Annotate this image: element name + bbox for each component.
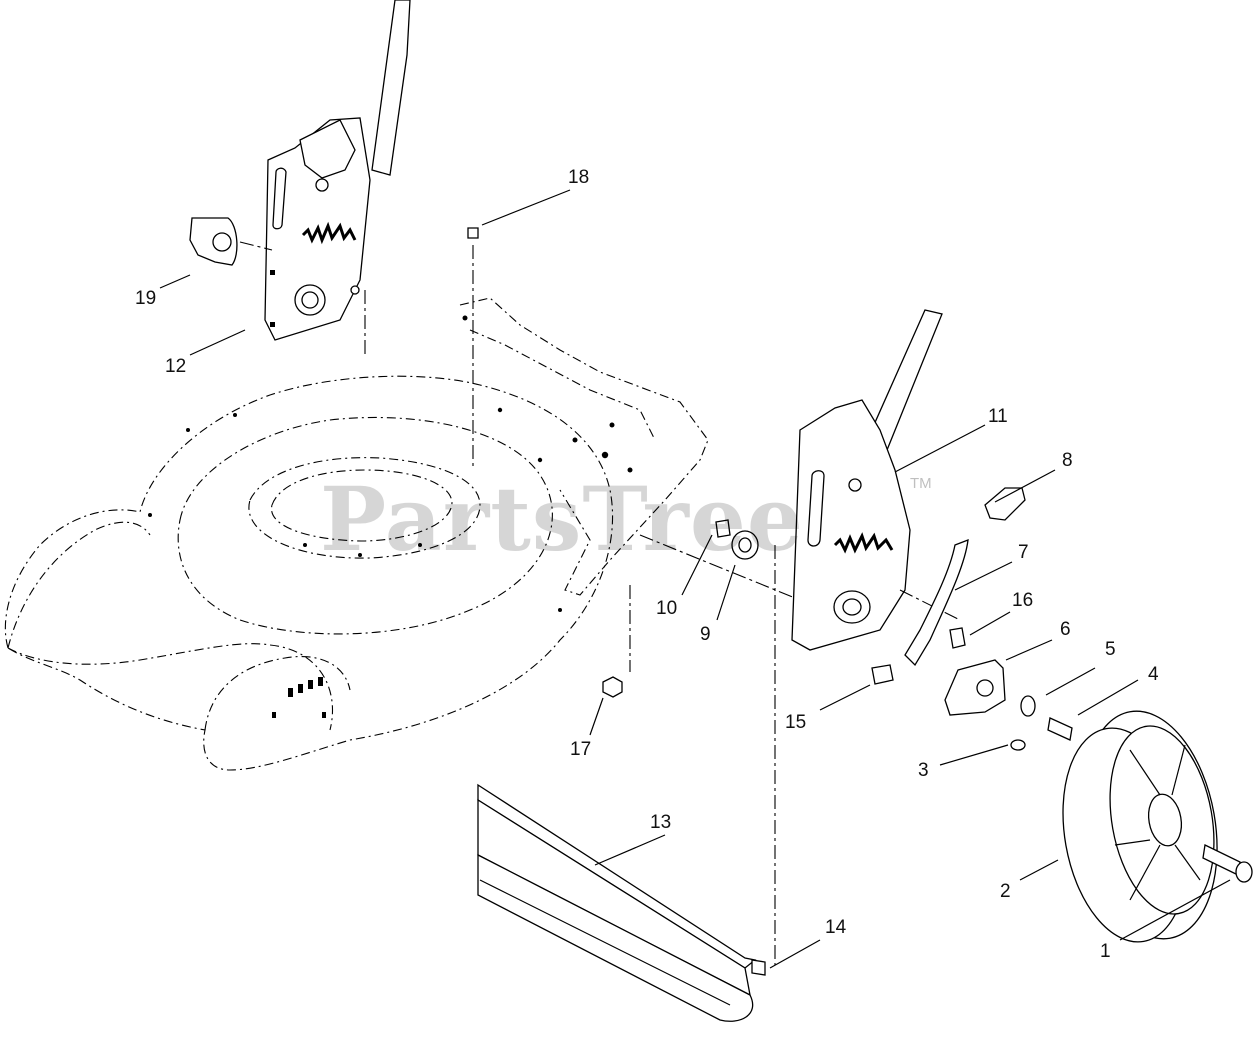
right-height-adjuster (791, 309, 961, 651)
lever-7 (904, 539, 969, 667)
watermark-trademark: TM (910, 475, 932, 492)
callout-18: 18 (568, 167, 589, 188)
watermark-text: PartsTree (320, 467, 804, 571)
washer-3 (1010, 739, 1026, 751)
spacer-nut-group (639, 519, 801, 965)
callout-17: 17 (570, 739, 591, 760)
wheel-2 (1062, 710, 1218, 943)
callout-3: 3 (918, 760, 929, 781)
rear-guard (477, 783, 757, 1022)
callout-10: 10 (656, 598, 677, 619)
left-spacer (189, 217, 273, 266)
mower-deck (4, 297, 709, 771)
callout-9: 9 (700, 624, 711, 645)
bolt-18 (467, 227, 479, 470)
bracket-6 (944, 659, 1006, 716)
washer-5 (1020, 695, 1036, 717)
callout-5: 5 (1105, 639, 1116, 660)
screw-14 (751, 959, 766, 976)
callout-11: 11 (988, 406, 1008, 427)
callout-15: 15 (785, 712, 806, 733)
callout-leaders (159, 189, 1231, 969)
callout-4: 4 (1148, 664, 1159, 685)
callout-8: 8 (1062, 450, 1073, 471)
callout-2: 2 (1000, 881, 1011, 902)
callout-16: 16 (1012, 590, 1033, 611)
knob-8 (984, 487, 1026, 521)
callout-7: 7 (1018, 542, 1029, 563)
callout-6: 6 (1060, 619, 1071, 640)
bolt-15 (871, 664, 894, 685)
callout-1: 1 (1100, 941, 1111, 962)
bolt-4 (1047, 717, 1073, 741)
callout-labels: 1 2 3 4 5 6 7 8 9 10 11 12 13 14 15 16 1… (135, 167, 1159, 962)
callout-14: 14 (825, 917, 847, 938)
callout-12: 12 (165, 356, 186, 377)
bolt-16 (949, 627, 966, 649)
callout-13: 13 (650, 812, 671, 833)
bolt-1 (1202, 844, 1253, 883)
left-height-adjuster (264, 0, 411, 355)
nut-17 (602, 585, 631, 698)
callout-19: 19 (135, 288, 156, 309)
